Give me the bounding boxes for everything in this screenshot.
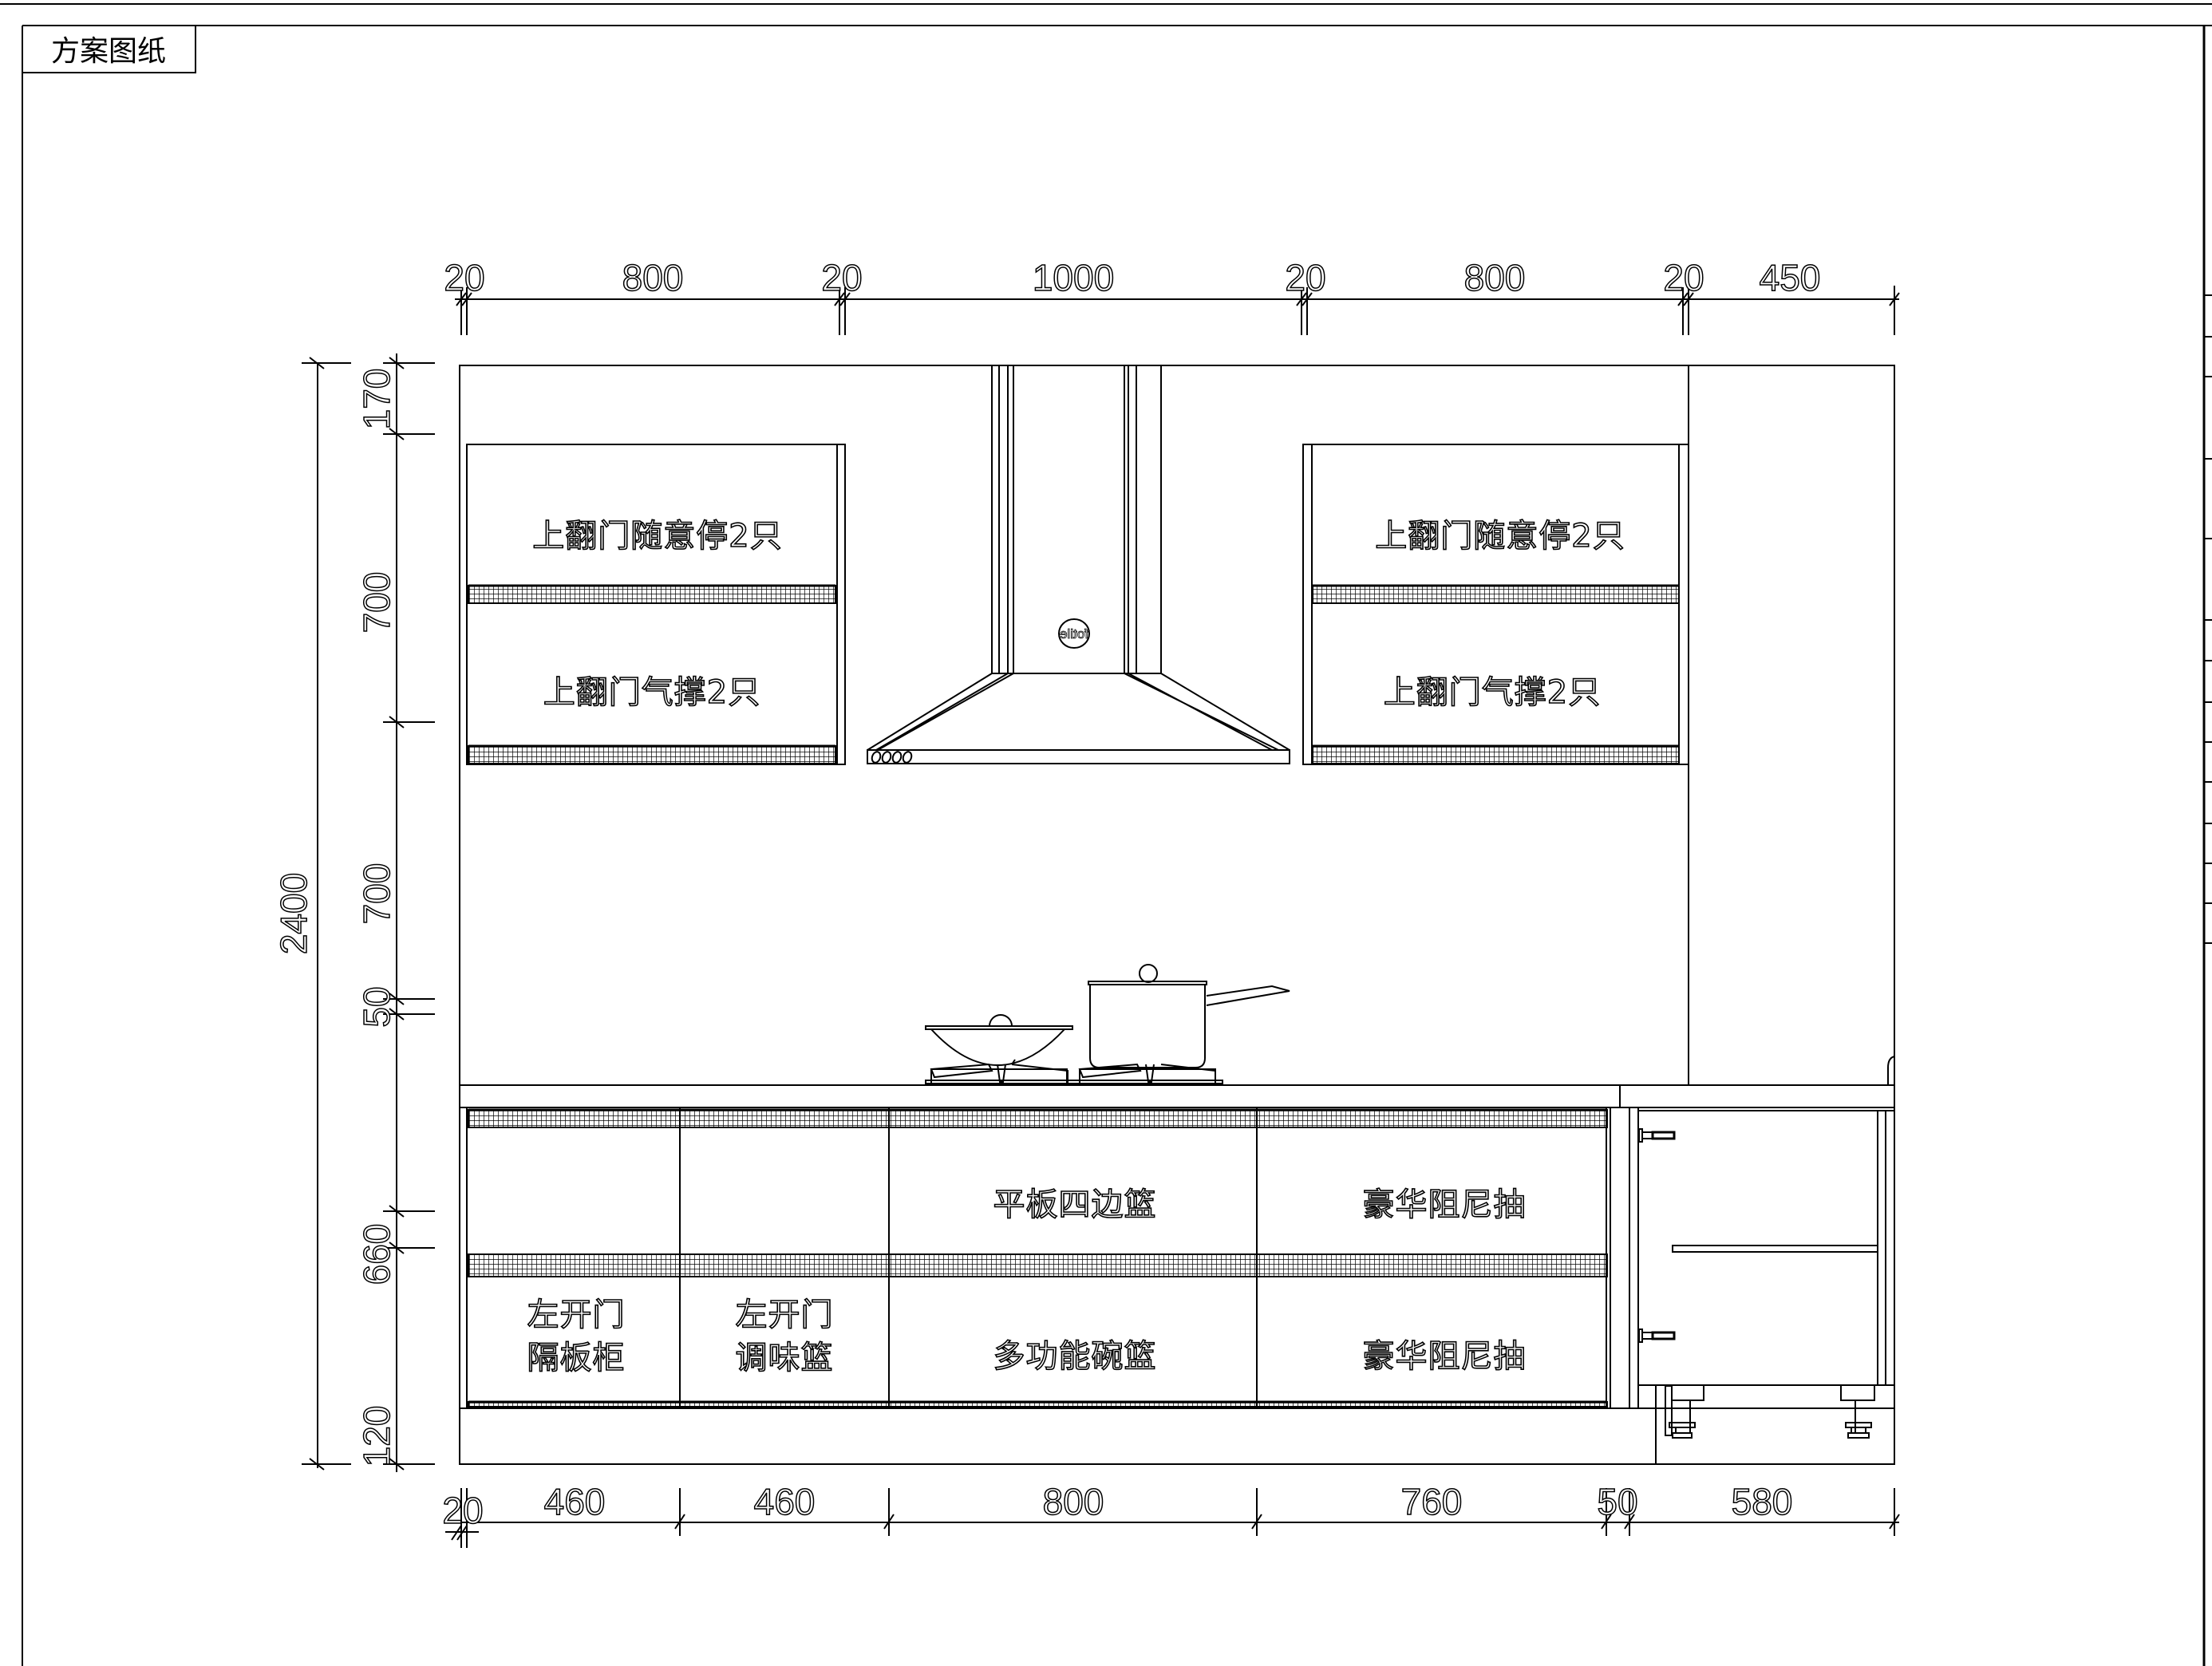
dim-top-800-a: 800 <box>622 256 684 299</box>
dim-left-120: 120 <box>355 1405 398 1467</box>
dim-bottom-580: 580 <box>1731 1480 1793 1523</box>
base-col1-line1: 左开门 <box>527 1296 626 1334</box>
dim-top-20-a: 20 <box>444 256 486 299</box>
base-col2-label: 左开门 调味篮 <box>735 1293 834 1380</box>
upper-right-bottom-label: 上翻门气撑2只 <box>1383 673 1602 712</box>
dim-bottom-800: 800 <box>1042 1480 1104 1523</box>
base-col2-line1: 左开门 <box>735 1296 834 1334</box>
dim-top-800-b: 800 <box>1463 256 1526 299</box>
base-col2-line2: 调味篮 <box>735 1339 834 1377</box>
range-hood <box>867 365 1290 764</box>
corner-side-unit <box>1629 1107 1894 1464</box>
upper-cabinet-left <box>466 444 846 765</box>
dim-top-450: 450 <box>1759 256 1821 299</box>
base-col3-top-label: 平板四边篮 <box>993 1186 1157 1224</box>
fotile-logo-ellipse <box>1058 618 1090 649</box>
drawing-title-box: 方案图纸 <box>22 26 196 73</box>
top-dimension-line <box>455 286 1900 335</box>
dim-bottom-20: 20 <box>442 1489 484 1532</box>
dim-bottom-760: 760 <box>1400 1480 1463 1523</box>
dim-left-50: 50 <box>355 986 398 1028</box>
dim-top-20-d: 20 <box>1663 256 1705 299</box>
base-col4-bottom-label: 豪华阻尼抽 <box>1362 1337 1527 1376</box>
dim-left-700-b: 700 <box>355 863 398 925</box>
cooktop <box>925 964 1290 1084</box>
sheet-frame <box>0 3 2212 1666</box>
dim-bottom-460-a: 460 <box>543 1480 606 1523</box>
base-col3-bottom-label: 多功能碗篮 <box>993 1337 1157 1376</box>
hood-logo: fotile <box>1060 626 1088 642</box>
dim-bottom-50: 50 <box>1597 1480 1639 1523</box>
upper-left-bottom-label: 上翻门气撑2只 <box>543 673 761 712</box>
dim-left-660: 660 <box>355 1223 398 1285</box>
dim-left-170: 170 <box>355 368 398 430</box>
drawing-title: 方案图纸 <box>50 35 166 68</box>
dim-bottom-460-b: 460 <box>753 1480 816 1523</box>
base-cabinets <box>466 1107 1611 1409</box>
dim-top-20-c: 20 <box>1285 256 1327 299</box>
upper-cabinet-right <box>1302 444 1689 765</box>
dim-top-1000: 1000 <box>1032 256 1115 299</box>
base-col1-line2: 隔板柜 <box>527 1339 626 1377</box>
upper-right-top-label: 上翻门随意停2只 <box>1374 517 1625 555</box>
dim-left-total-2400: 2400 <box>272 872 315 955</box>
base-col1-label: 左开门 隔板柜 <box>527 1293 626 1380</box>
title-block-ticks <box>2204 294 2212 944</box>
bottom-dimension-line <box>445 1488 1900 1548</box>
dim-left-700-a: 700 <box>355 571 398 634</box>
dim-top-20-b: 20 <box>821 256 863 299</box>
base-col4-top-label: 豪华阻尼抽 <box>1362 1186 1527 1224</box>
left-dimension-lines <box>302 353 435 1472</box>
upper-left-top-label: 上翻门随意停2只 <box>531 517 783 555</box>
